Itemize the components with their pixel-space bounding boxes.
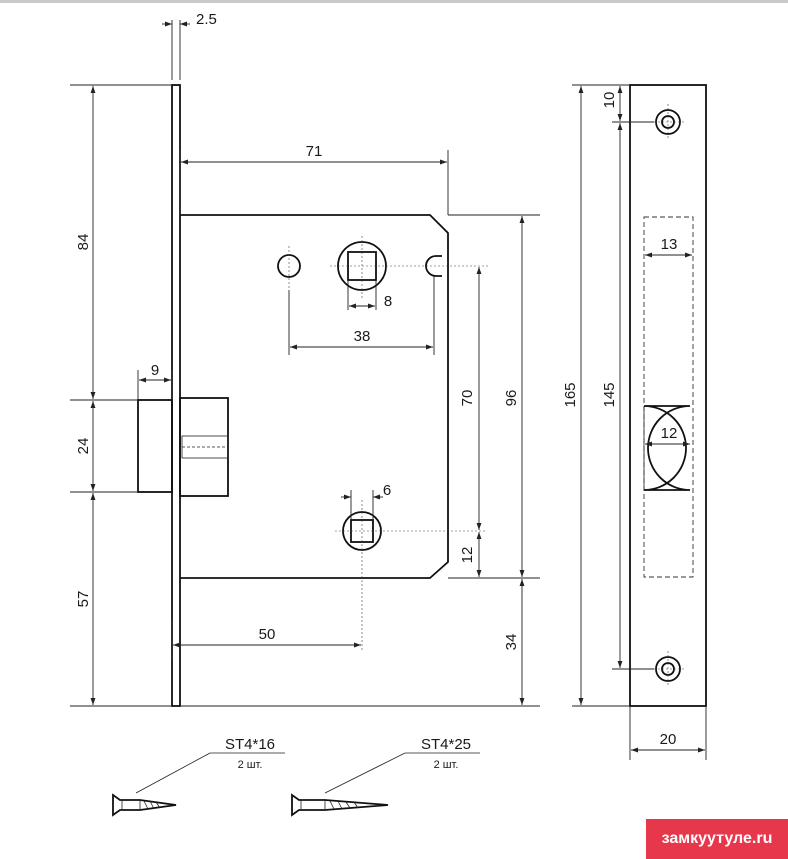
faceplate-side [171,84,181,707]
dim-faceplate-below-case: 34 [503,634,520,651]
dimension-lines [90,21,525,705]
screw-2: ST4*25 2 шт. [291,736,480,817]
dim-screw-hole-distance: 145 [601,382,618,407]
dim-case-height: 96 [503,390,520,407]
dim-lock-spindle: 6 [383,482,391,499]
side-view-labels: 2.5 71 84 9 24 57 8 38 70 96 6 12 50 34 [75,11,520,650]
dim-faceplate-width: 20 [660,731,677,748]
dim-backset: 50 [259,626,276,643]
watermark-badge[interactable]: замкуутуле.ru [646,819,788,859]
front-view-labels: 165 145 10 13 12 20 [562,92,677,748]
lock-case [180,214,449,579]
screw-1-type: ST4*16 [225,736,275,753]
latch-bolt [137,397,229,497]
dim-strike-opening-width: 13 [661,236,678,253]
center-lines [288,236,490,650]
dim-height-above-latch: 84 [75,234,92,251]
dim-handle-spindle: 8 [384,293,392,310]
faceplate-front [629,84,707,707]
top-divider [0,0,788,3]
screw-2-type: ST4*25 [421,736,471,753]
dim-screw-hole-offset: 10 [601,92,618,109]
dim-center-distance: 70 [459,390,476,407]
dim-backset-top: 71 [306,143,323,160]
dim-spindle-to-keyhole: 38 [354,328,371,345]
dim-height-below-latch: 57 [75,591,92,608]
dim-latch-height: 24 [75,438,92,455]
dim-keyhole-to-bottom: 12 [459,547,476,564]
dim-faceplate-thickness: 2.5 [196,11,217,28]
faceplate-dimension-lines [572,84,707,760]
screw-1-qty: 2 шт. [238,759,263,771]
screw-holes [650,104,686,687]
dim-latch-projection: 9 [151,362,159,379]
dim-faceplate-length: 165 [562,382,579,407]
spindle-holes [277,241,442,551]
screw-1: ST4*16 2 шт. [112,736,285,817]
extension-lines [70,20,540,707]
dim-strike-latch-width: 12 [661,425,678,442]
screw-2-qty: 2 шт. [434,759,459,771]
